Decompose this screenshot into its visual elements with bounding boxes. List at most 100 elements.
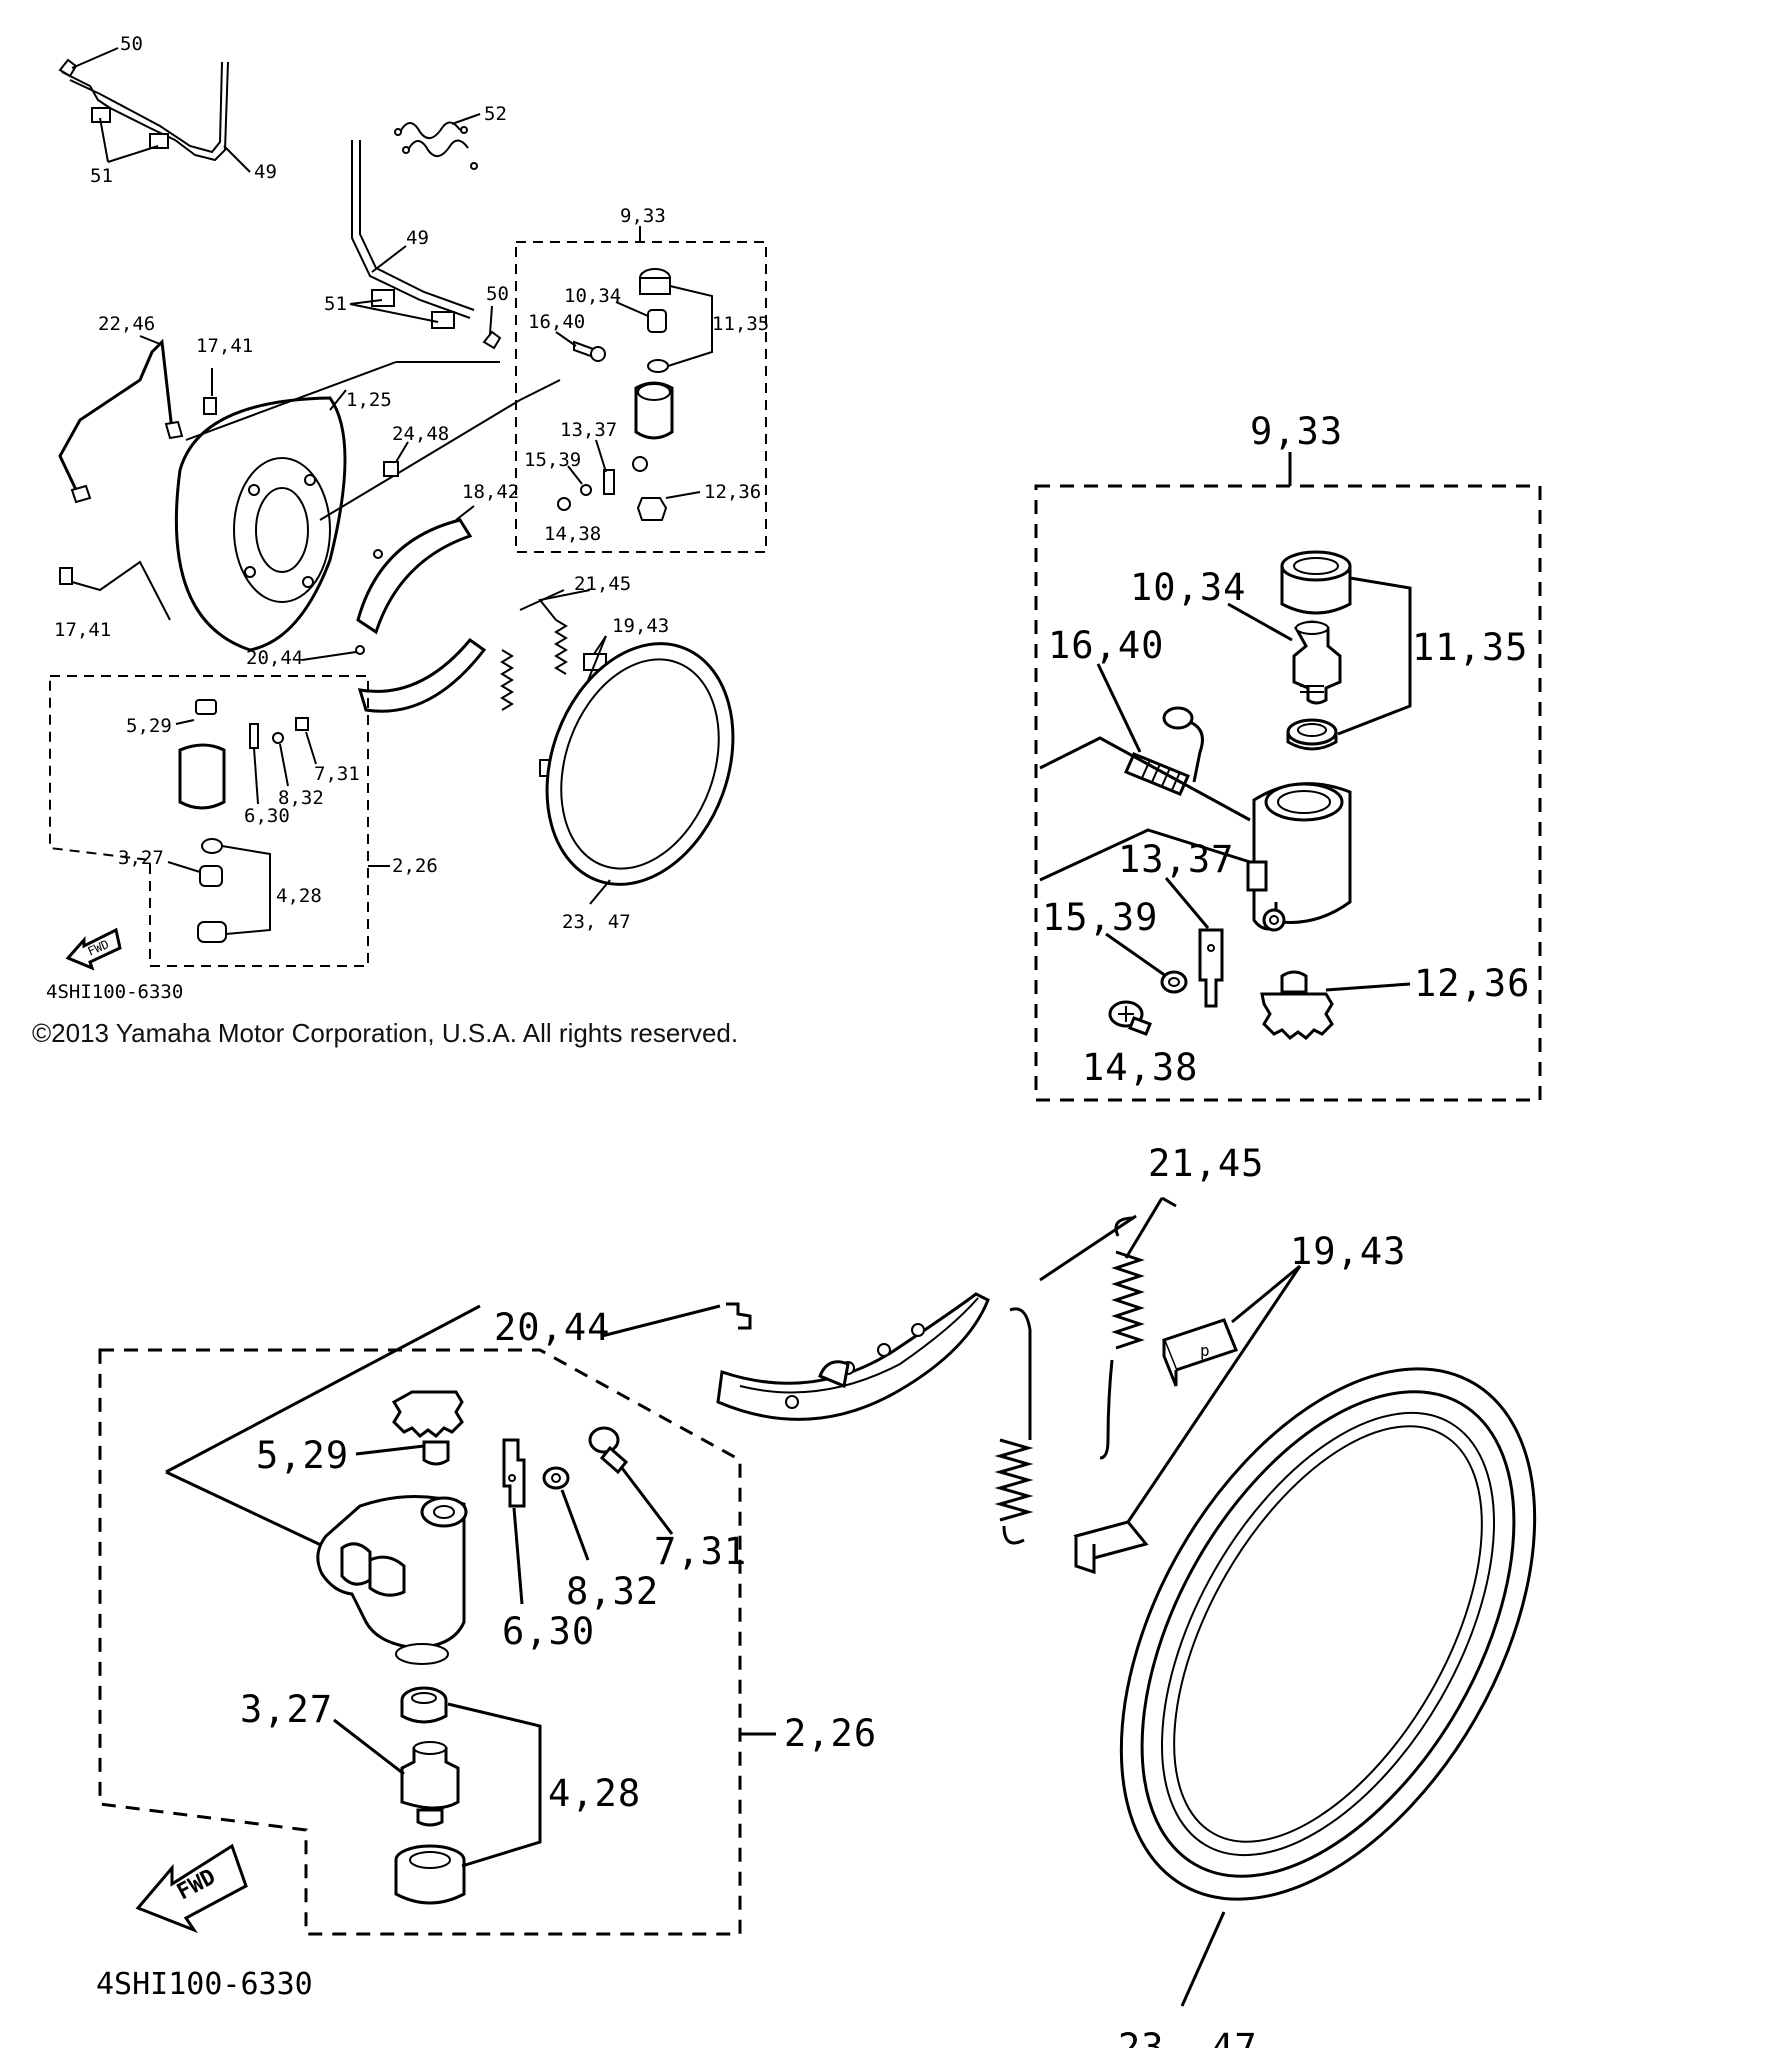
brake-hose	[58, 338, 174, 495]
callout-22-46: 22,46	[98, 313, 155, 335]
callout-21-45: 21,45	[574, 573, 631, 595]
callout-3-27: 3,27	[118, 847, 164, 869]
bolt-icon	[59, 567, 73, 585]
washer-icon	[272, 732, 284, 744]
detail-lower: 21,45 p 19,43	[96, 1142, 1537, 2048]
joint-icon	[371, 289, 395, 307]
cup-icon	[197, 921, 227, 943]
detail-callout-2-26: 2,26	[784, 1712, 877, 1755]
wheel-cylinder-group-box-lower	[49, 675, 369, 967]
diagram-code: 4SHI100-6330	[46, 981, 183, 1003]
detail-callout-21-45: 21,45	[1148, 1142, 1264, 1185]
clip-icon	[482, 330, 502, 350]
callout-23-47: 23, 47	[562, 911, 631, 933]
callout-18-42: 18,42	[462, 481, 519, 503]
detail-callout-8-32: 8,32	[566, 1570, 659, 1613]
joint-icon	[149, 133, 169, 149]
bleeder-cap-icon	[391, 1390, 464, 1466]
plate-icon	[1198, 928, 1224, 1008]
fwd-arrow-icon: FWD	[135, 1843, 248, 1934]
copyright-notice: ©2013 Yamaha Motor Corporation, U.S.A. A…	[32, 1018, 739, 1048]
piston-icon	[400, 1741, 460, 1827]
detail-callout-9-33: 9,33	[1250, 410, 1343, 453]
detail-callout-10-34: 10,34	[1130, 566, 1246, 609]
breather-tube-upper	[58, 58, 229, 162]
brake-shoe-lower	[357, 637, 487, 713]
callout-51b: 51	[324, 293, 347, 315]
callout-16-40: 16,40	[528, 311, 585, 333]
callout-2-26: 2,26	[392, 855, 438, 877]
detail-callout-4-28: 4,28	[548, 1772, 641, 1815]
brake-shoe-upper	[356, 518, 473, 635]
callout-50b: 50	[486, 283, 509, 305]
washer-icon	[542, 1466, 570, 1490]
callout-12-36: 12,36	[704, 481, 761, 503]
seal-icon	[1286, 718, 1338, 751]
callout-4-28: 4,28	[276, 885, 322, 907]
callout-51a: 51	[90, 165, 113, 187]
wheel-cylinder-icon	[1246, 782, 1352, 932]
callout-50a: 50	[120, 33, 143, 55]
piston-icon	[647, 309, 667, 333]
screw-icon	[588, 1426, 629, 1475]
adjuster-clip-icon: p	[1162, 1318, 1238, 1387]
cup-icon	[1280, 550, 1352, 615]
bleeder-cap-icon	[195, 699, 217, 715]
detail-callout-12-36: 12,36	[1414, 962, 1530, 1005]
callout-13-37: 13,37	[560, 419, 617, 441]
washer-icon	[1160, 970, 1188, 994]
callout-49a: 49	[254, 161, 277, 183]
return-spring-icon	[994, 1307, 1034, 1545]
detail-callout-11-35: 11,35	[1412, 626, 1528, 669]
callout-17-41a: 17,41	[196, 335, 253, 357]
callout-24-48: 24,48	[392, 423, 449, 445]
detail-callout-19-43: 19,43	[1290, 1230, 1406, 1273]
pin-icon	[726, 1302, 752, 1330]
detail-callout-6-30: 6,30	[502, 1610, 595, 1653]
bleeder-cap-icon	[1260, 970, 1334, 1040]
drum-seal-ring	[1119, 1367, 1537, 1901]
seal-icon	[400, 1686, 448, 1724]
detail-callout-7-31: 7,31	[654, 1530, 747, 1573]
callout-14-38: 14,38	[544, 523, 601, 545]
callout-8-32: 8,32	[278, 787, 324, 809]
breather-tube-lower	[351, 140, 471, 319]
detail-callout-16-40: 16,40	[1048, 624, 1164, 667]
return-spring-icon	[1099, 1216, 1145, 1460]
callout-5-29: 5,29	[126, 715, 172, 737]
detail-callout-14-38: 14,38	[1082, 1046, 1198, 1089]
hose-fitting-icon	[70, 484, 92, 504]
callout-19-43: 19,43	[612, 615, 669, 637]
callout-11-35: 11,35	[712, 313, 769, 335]
callout-49b: 49	[406, 227, 429, 249]
wheel-cylinder-detail-box-lower	[98, 1348, 742, 1936]
wheel-cylinder-icon	[316, 1494, 468, 1665]
plate-icon	[249, 723, 259, 749]
wheel-cylinder-detail-box	[1034, 484, 1542, 1102]
bleeder-cap-icon	[636, 497, 668, 521]
bleeder-screw-icon	[1124, 706, 1204, 796]
detail-upper: 9,33 10,34 11,35 16,	[1034, 410, 1542, 1102]
joint-icon	[431, 311, 455, 329]
callout-52: 52	[484, 103, 507, 125]
detail-callout-23-47: 23, 47	[1118, 2026, 1258, 2048]
plate-icon	[502, 1438, 526, 1508]
return-spring-icon	[554, 619, 568, 675]
adjuster-clip-icon	[1073, 1520, 1149, 1575]
screw-icon	[295, 717, 309, 731]
seal-icon	[647, 359, 669, 373]
seal-icon	[201, 838, 223, 854]
overview-diagram: 50 51 49 52 49 51 50 9,33 10,34	[46, 33, 769, 1003]
bolt-icon	[383, 461, 399, 477]
cup-icon	[394, 1844, 466, 1905]
bolt-icon	[203, 397, 217, 415]
callout-7-31: 7,31	[314, 763, 360, 785]
spring-clip-icon	[399, 121, 469, 157]
washer-icon	[580, 484, 592, 496]
return-spring-icon	[500, 649, 514, 711]
callout-10-34: 10,34	[564, 285, 621, 307]
callout-20-44: 20,44	[246, 647, 303, 669]
callout-1-25: 1,25	[346, 389, 392, 411]
callout-17-41b: 17,41	[54, 619, 111, 641]
